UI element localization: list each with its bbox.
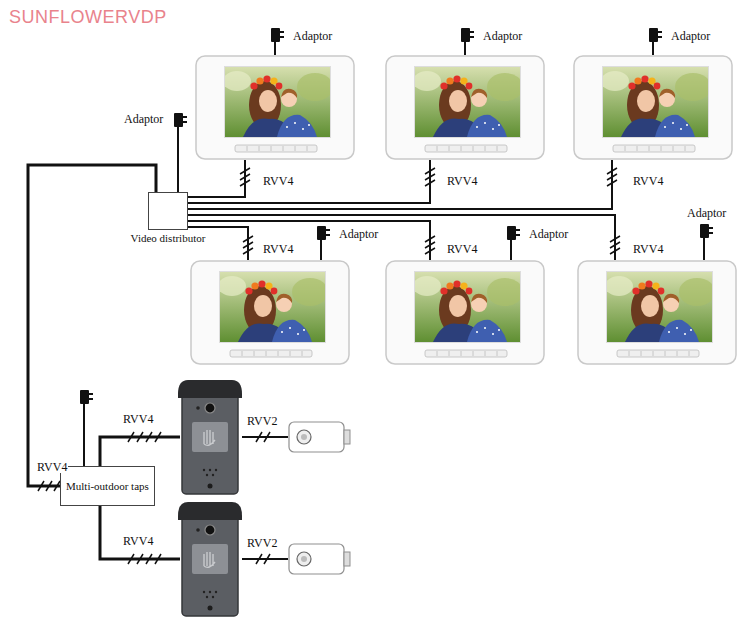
cable-label: RVV2 [246, 537, 278, 549]
monitor-wires [188, 160, 615, 260]
adaptor-label: Adaptor [123, 113, 164, 125]
cable-connector [28, 165, 156, 486]
adaptor-label: Adaptor [292, 30, 333, 42]
adaptor-plug [80, 390, 93, 404]
adaptor-label: Adaptor [686, 207, 727, 219]
adaptor-plug [174, 113, 187, 127]
cable-label: RVV4 [122, 535, 154, 547]
cable-label: RVV4 [122, 413, 154, 425]
cable-hatch [240, 168, 620, 254]
cable-label: RVV4 [632, 175, 664, 187]
indoor-monitor [386, 56, 544, 159]
cable-label: RVV4 [36, 461, 68, 473]
node-label: Video distributor [130, 233, 207, 244]
adaptor-cords [84, 42, 704, 466]
adaptor-label: Adaptor [338, 228, 379, 240]
watermark: SUNFLOWERVDP [8, 8, 168, 26]
cable-label: RVV4 [632, 243, 664, 255]
door-camera [178, 380, 242, 494]
electric-lock [289, 544, 350, 574]
adaptor-plug [507, 226, 520, 240]
adaptor-plug [317, 226, 330, 240]
adaptor-label: Adaptor [670, 30, 711, 42]
indoor-monitor [386, 261, 544, 364]
cable-label: RVV2 [246, 415, 278, 427]
video-distributor-box: Video distributor [148, 192, 188, 230]
door-camera [178, 502, 242, 616]
outdoor-taps-box: Multi-outdoor taps [60, 466, 155, 506]
indoor-monitor [196, 56, 354, 159]
adaptor-plug [271, 28, 284, 42]
cable-label: RVV4 [262, 243, 294, 255]
adaptor-label: Adaptor [528, 228, 569, 240]
cable-label: RVV4 [262, 175, 294, 187]
cable-label: RVV4 [446, 175, 478, 187]
indoor-monitor [578, 261, 736, 364]
node-label: Multi-outdoor taps [61, 467, 154, 505]
adaptor-plug [461, 28, 474, 42]
adaptor-label: Adaptor [482, 30, 523, 42]
indoor-monitor [191, 261, 349, 364]
cable-label: RVV4 [446, 243, 478, 255]
indoor-monitor [574, 56, 732, 159]
lock-wires [242, 437, 288, 559]
adaptor-plug [649, 28, 662, 42]
adaptor-plug [700, 224, 713, 238]
electric-lock [289, 422, 350, 452]
